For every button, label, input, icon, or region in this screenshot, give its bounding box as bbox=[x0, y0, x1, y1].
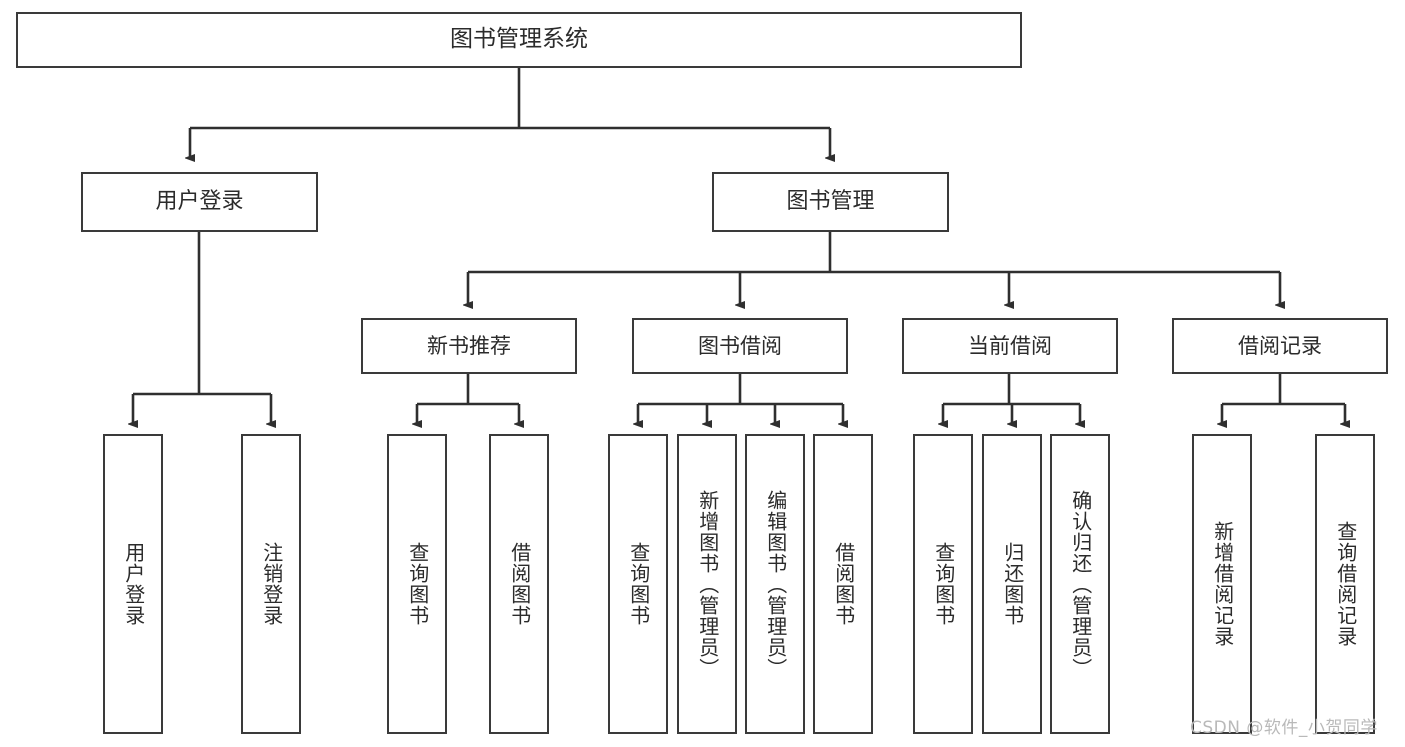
leaf-borrow-edit-book[interactable]: 编辑图书（管理员） bbox=[745, 434, 805, 734]
node-root-label: 图书管理系统 bbox=[450, 26, 588, 53]
node-current-borrow[interactable]: 当前借阅 bbox=[902, 318, 1118, 374]
leaf-borrow-query-book[interactable]: 查询图书 bbox=[608, 434, 668, 734]
leaf-recommend-borrow-book[interactable]: 借阅图书 bbox=[489, 434, 549, 734]
node-borrow-record[interactable]: 借阅记录 bbox=[1172, 318, 1388, 374]
leaf-recommend-query-book[interactable]: 查询图书 bbox=[387, 434, 447, 734]
leaf-user-logout[interactable]: 注销登录 bbox=[241, 434, 301, 734]
leaf-current-return-book[interactable]: 归还图书 bbox=[982, 434, 1042, 734]
watermark: CSDN @软件_小贺同学 bbox=[1190, 718, 1378, 738]
leaf-borrow-borrow-book-label: 借阅图书 bbox=[831, 542, 856, 626]
leaf-user-login-label: 用户登录 bbox=[121, 542, 146, 626]
leaf-user-login[interactable]: 用户登录 bbox=[103, 434, 163, 734]
leaf-current-return-book-label: 归还图书 bbox=[1000, 542, 1025, 626]
leaf-current-query-book[interactable]: 查询图书 bbox=[913, 434, 973, 734]
leaf-record-add[interactable]: 新增借阅记录 bbox=[1192, 434, 1252, 734]
leaf-borrow-query-book-label: 查询图书 bbox=[626, 542, 651, 626]
leaf-recommend-query-book-label: 查询图书 bbox=[405, 542, 430, 626]
leaf-current-confirm-return-label: 确认归还（管理员） bbox=[1068, 489, 1093, 679]
leaf-borrow-edit-book-label: 编辑图书（管理员） bbox=[763, 489, 788, 679]
leaf-record-query-label: 查询借阅记录 bbox=[1333, 521, 1358, 647]
node-book-management[interactable]: 图书管理 bbox=[712, 172, 949, 232]
node-new-book-recommend-label: 新书推荐 bbox=[427, 333, 511, 358]
node-new-book-recommend[interactable]: 新书推荐 bbox=[361, 318, 577, 374]
node-current-borrow-label: 当前借阅 bbox=[968, 333, 1052, 358]
node-book-borrow-label: 图书借阅 bbox=[698, 333, 782, 358]
leaf-record-add-label: 新增借阅记录 bbox=[1210, 521, 1235, 647]
node-borrow-record-label: 借阅记录 bbox=[1238, 333, 1322, 358]
node-book-management-label: 图书管理 bbox=[786, 189, 875, 215]
leaf-record-query[interactable]: 查询借阅记录 bbox=[1315, 434, 1375, 734]
leaf-current-query-book-label: 查询图书 bbox=[931, 542, 956, 626]
node-root[interactable]: 图书管理系统 bbox=[16, 12, 1022, 68]
node-user-login[interactable]: 用户登录 bbox=[81, 172, 318, 232]
leaf-borrow-add-book[interactable]: 新增图书（管理员） bbox=[677, 434, 737, 734]
leaf-current-confirm-return[interactable]: 确认归还（管理员） bbox=[1050, 434, 1110, 734]
leaf-recommend-borrow-book-label: 借阅图书 bbox=[507, 542, 532, 626]
leaf-borrow-borrow-book[interactable]: 借阅图书 bbox=[813, 434, 873, 734]
leaf-borrow-add-book-label: 新增图书（管理员） bbox=[695, 489, 720, 679]
node-user-login-label: 用户登录 bbox=[155, 189, 244, 215]
leaf-user-logout-label: 注销登录 bbox=[259, 542, 284, 626]
node-book-borrow[interactable]: 图书借阅 bbox=[632, 318, 848, 374]
